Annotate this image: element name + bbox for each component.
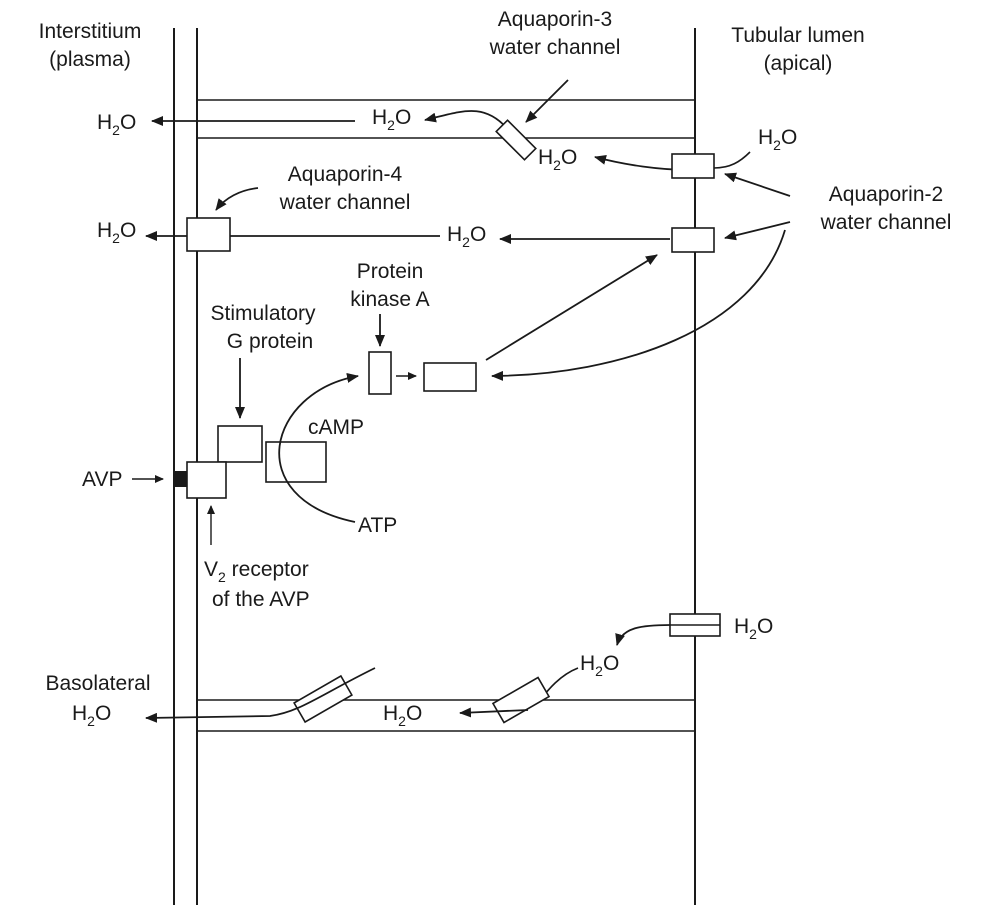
water-path-into-aqp2-top (713, 151, 751, 169)
arrow-atp-to-camp-to-pka (278, 373, 359, 523)
v2-receptor-box (186, 461, 227, 499)
arrow-vesicle-to-membrane (485, 254, 658, 361)
aquaporin-4-channel (186, 217, 231, 252)
protein-kinase-a-label: Protein (357, 260, 424, 283)
g-protein-box (217, 425, 263, 463)
water-label-top-middle: H2O (372, 106, 411, 133)
adenylyl-cyclase-box (265, 441, 327, 483)
aquaporin-2-sublabel: water channel (820, 211, 952, 234)
basolateral-label: Basolateral (45, 672, 150, 695)
aquaporin-3-sublabel: water channel (489, 36, 621, 59)
pointer-aquaporin-4 (215, 187, 259, 211)
water-label-middle: H2O (447, 223, 486, 250)
arrow-water-through-lower-channel (459, 707, 529, 718)
arrow-endocytosis-return (491, 229, 786, 381)
aquaporin-4-label: Aquaporin-4 (288, 163, 403, 186)
interstitium-label: Interstitium (39, 20, 142, 43)
protein-kinase-a-box (368, 351, 392, 395)
camp-label: cAMP (308, 416, 364, 439)
arrow-water-into-cell-bottom (615, 624, 671, 646)
water-label-basolateral: H2O (72, 702, 111, 729)
avp-binding-site (174, 471, 187, 487)
interstitium-sublabel: (plasma) (49, 48, 131, 71)
arrow-aqp3-to-water (424, 110, 511, 133)
aquaporin-2-channel-top (671, 153, 715, 179)
aquaporin-3-channel (495, 119, 537, 161)
water-label-top-left: H2O (97, 111, 136, 138)
pointer-aquaporin-3 (525, 79, 569, 123)
stimulatory-g-protein-sublabel: G protein (227, 330, 313, 353)
atp-label: ATP (358, 514, 397, 537)
aquaporin-2-channel-middle (671, 227, 715, 253)
tubular-lumen-label: Tubular lumen (731, 24, 864, 47)
pointer-aquaporin-2-top (724, 172, 791, 197)
v2-receptor-label: V2 receptor (204, 558, 309, 585)
water-label-bottom-middle: H2O (383, 702, 422, 729)
water-label-lumen-top: H2O (758, 126, 797, 153)
aquaporin-3-channel-bottom-right (491, 676, 551, 724)
aquaporin-2-vesicle-box (423, 362, 477, 392)
water-label-lumen-bottom: H2O (734, 615, 773, 642)
water-label-aqp4-left: H2O (97, 219, 136, 246)
arrow-basolateral-water-exit (145, 667, 376, 723)
tubular-lumen-sublabel: (apical) (764, 52, 833, 75)
aquaporin-3-channel-bottom-left (293, 674, 353, 724)
water-label-aqp2-entry: H2O (538, 146, 577, 173)
aquaporin-3-label: Aquaporin-3 (498, 8, 612, 31)
protein-kinase-a-sublabel: kinase A (350, 288, 429, 311)
pointer-aquaporin-2-middle (724, 221, 791, 241)
v2-receptor-sublabel: of the AVP (212, 588, 310, 611)
aquaporin-2-label: Aquaporin-2 (829, 183, 943, 206)
stimulatory-g-protein-label: Stimulatory (210, 302, 316, 325)
water-label-bottom-cell: H2O (580, 652, 619, 679)
avp-label: AVP (82, 468, 122, 491)
aquaporin-4-sublabel: water channel (279, 191, 411, 214)
